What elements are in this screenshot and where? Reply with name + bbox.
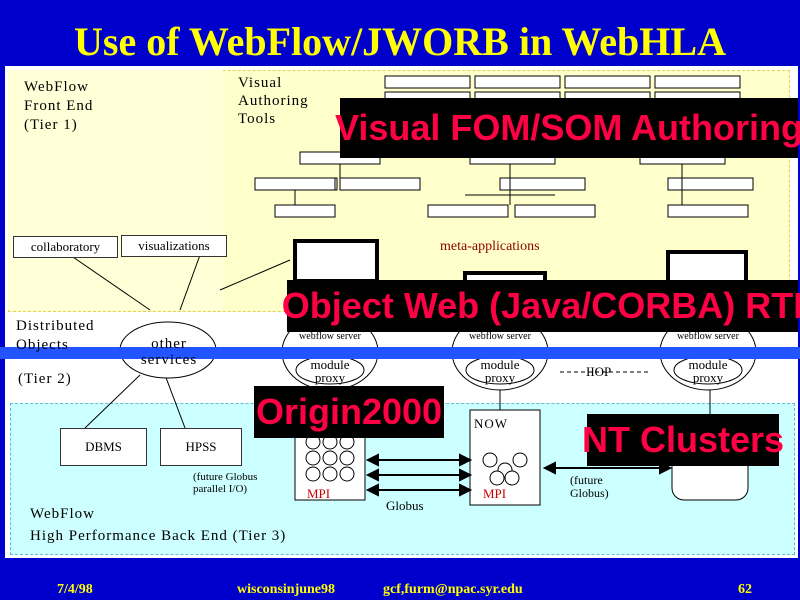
dbms-box: DBMS (60, 428, 147, 466)
module-proxy-2-line-1: module (480, 357, 520, 372)
module-proxy-2-line-2: proxy (484, 370, 516, 385)
meta-applications-label: meta-applications (440, 239, 540, 254)
overlay-object-web-rti: Object Web (Java/CORBA) RTI (282, 280, 800, 332)
slide-title: Use of WebFlow/JWORB in WebHLA (74, 19, 726, 64)
module-proxy-2: module proxy (466, 358, 534, 384)
object-bus (0, 347, 800, 359)
mpi-label-2: MPI (483, 486, 507, 501)
webflow-server-3-label: webflow server (677, 331, 739, 342)
future-globus-2-line-1: (future (570, 473, 603, 487)
tier1-label: WebFlow Front End (Tier 1) (24, 78, 93, 135)
webflow-server-1-label: webflow server (299, 331, 361, 342)
authoring-tools-label: Visual Authoring Tools (238, 74, 309, 128)
tier1-left-region (8, 70, 223, 310)
now-label: NOW (474, 416, 509, 431)
authoring-tools-line-2: Authoring (238, 93, 309, 109)
overlay-origin2000: Origin2000 (254, 386, 444, 438)
webflow-server-2-label: webflow server (469, 331, 531, 342)
footer-source: wisconsinjune98 (237, 582, 336, 597)
visualizations-box: visualizations (121, 235, 227, 257)
module-proxy-3: module proxy (674, 358, 742, 384)
tier1-label-line-1: WebFlow (24, 79, 89, 95)
other-services-line-1: other (151, 336, 187, 352)
overlay-nt-clusters: NT Clusters (582, 414, 784, 466)
tier1-label-line-2: Front End (24, 98, 94, 114)
tier3-label: WebFlow High Performance Back End (Tier … (30, 503, 286, 547)
future-globus-line-2: parallel I/O) (193, 483, 248, 495)
distributed-objects-line-1: Distributed (16, 318, 95, 334)
distributed-objects-label: Distributed Objects (16, 317, 95, 355)
authoring-tools-line-3: Tools (238, 111, 277, 127)
future-globus-parallel-io: (future Globus parallel I/O) (193, 471, 257, 495)
overlay-visual-fom-som: Visual FOM/SOM Authoring (335, 98, 800, 158)
module-proxy-3-line-2: proxy (692, 370, 724, 385)
future-globus-2-line-2: Globus) (570, 486, 609, 500)
authoring-tools-line-1: Visual (238, 75, 283, 91)
iiop-label: IIOP (586, 364, 612, 379)
module-proxy-1-line-1: module (310, 357, 350, 372)
footer-date: 7/4/98 (57, 582, 93, 597)
other-services-label: other services (128, 336, 210, 368)
mpi-label-1: MPI (307, 486, 331, 501)
footer-page-number: 62 (738, 582, 752, 597)
module-proxy-1-line-2: proxy (314, 370, 346, 385)
module-proxy-3-line-1: module (688, 357, 728, 372)
module-proxy-1: module proxy (296, 358, 364, 384)
tier3-label-line-1: WebFlow (30, 506, 95, 522)
distributed-objects-line-2: Objects (16, 337, 69, 353)
other-services-line-2: services (140, 352, 198, 368)
future-globus-2: (future Globus) (570, 474, 609, 500)
tier1-label-line-3: (Tier 1) (24, 117, 78, 133)
globus-label: Globus (386, 498, 424, 513)
future-globus-line-1: (future Globus (193, 471, 258, 483)
tier2-label: (Tier 2) (18, 371, 72, 387)
collaboratory-box: collaboratory (13, 236, 118, 258)
hpss-box: HPSS (160, 428, 242, 466)
footer-email: gcf,furm@npac.syr.edu (383, 582, 523, 597)
tier3-label-line-2: High Performance Back End (Tier 3) (30, 528, 287, 544)
